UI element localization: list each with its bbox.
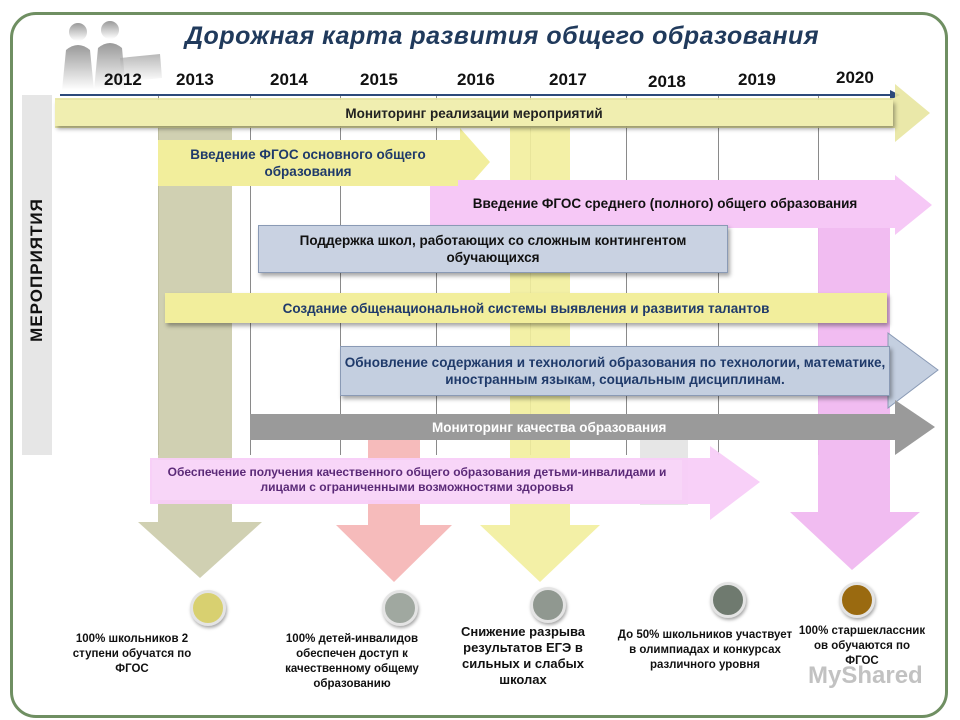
page-title: Дорожная карта развития общего образован… [185, 22, 820, 50]
year-label: 2016 [457, 70, 495, 89]
bar-support-schools: Поддержка школ, работающих со сложным ко… [258, 225, 728, 273]
side-panel: МЕРОПРИЯТИЯ [22, 95, 52, 455]
outcome-circle-2 [382, 590, 418, 626]
bar-fgos-basic: Введение ФГОС основного общего образован… [158, 140, 458, 186]
people-silhouette-icon [62, 21, 162, 90]
year-label: 2012 [104, 70, 142, 89]
year-label: 2015 [360, 70, 398, 89]
year-label: 2020 [836, 68, 874, 87]
outcome-text-3: Снижение разрыва результатов ЕГЭ в сильн… [460, 624, 586, 687]
year-label: 2014 [270, 70, 308, 89]
outcome-text-5: 100% старшеклассник ов обучаются по ФГОС [798, 625, 926, 667]
bar-talents: Создание общенациональной системы выявле… [165, 293, 887, 323]
bar-monitoring-implementation: Мониторинг реализации мероприятий [55, 100, 893, 126]
bar-disabled-children: Обеспечение получения качественного обще… [152, 460, 682, 500]
side-label: МЕРОПРИЯТИЯ [27, 198, 46, 342]
year-gridline [626, 95, 627, 455]
outcome-text-4: До 50% школьников участвует в олимпиадах… [617, 629, 793, 671]
year-gridline [718, 95, 719, 455]
year-label: 2017 [549, 70, 587, 89]
bar-fgos-secondary: Введение ФГОС среднего (полного) общего … [472, 195, 858, 211]
bar-quality-monitoring: Мониторинг качества образования [432, 419, 667, 435]
outcome-text-2: 100% детей-инвалидов обеспечен доступ к … [285, 633, 419, 690]
year-gridline [436, 95, 437, 455]
outcome-circle-4 [710, 582, 746, 618]
outcome-text-1: 100% школьников 2 ступени обучатся по ФГ… [72, 633, 192, 675]
outcome-circle-1 [190, 590, 226, 626]
bar-update-content: Обновление содержания и технологий образ… [340, 346, 890, 396]
year-label: 2013 [176, 70, 214, 89]
year-gridline [530, 95, 531, 455]
outcome-circle-3 [530, 587, 566, 623]
watermark: MyShared [808, 662, 923, 689]
year-gridline [340, 95, 341, 455]
outcome-circle-5 [839, 582, 875, 618]
year-label: 2019 [738, 70, 776, 89]
year-gridline [818, 95, 819, 455]
year-label: 2018 [648, 72, 686, 91]
